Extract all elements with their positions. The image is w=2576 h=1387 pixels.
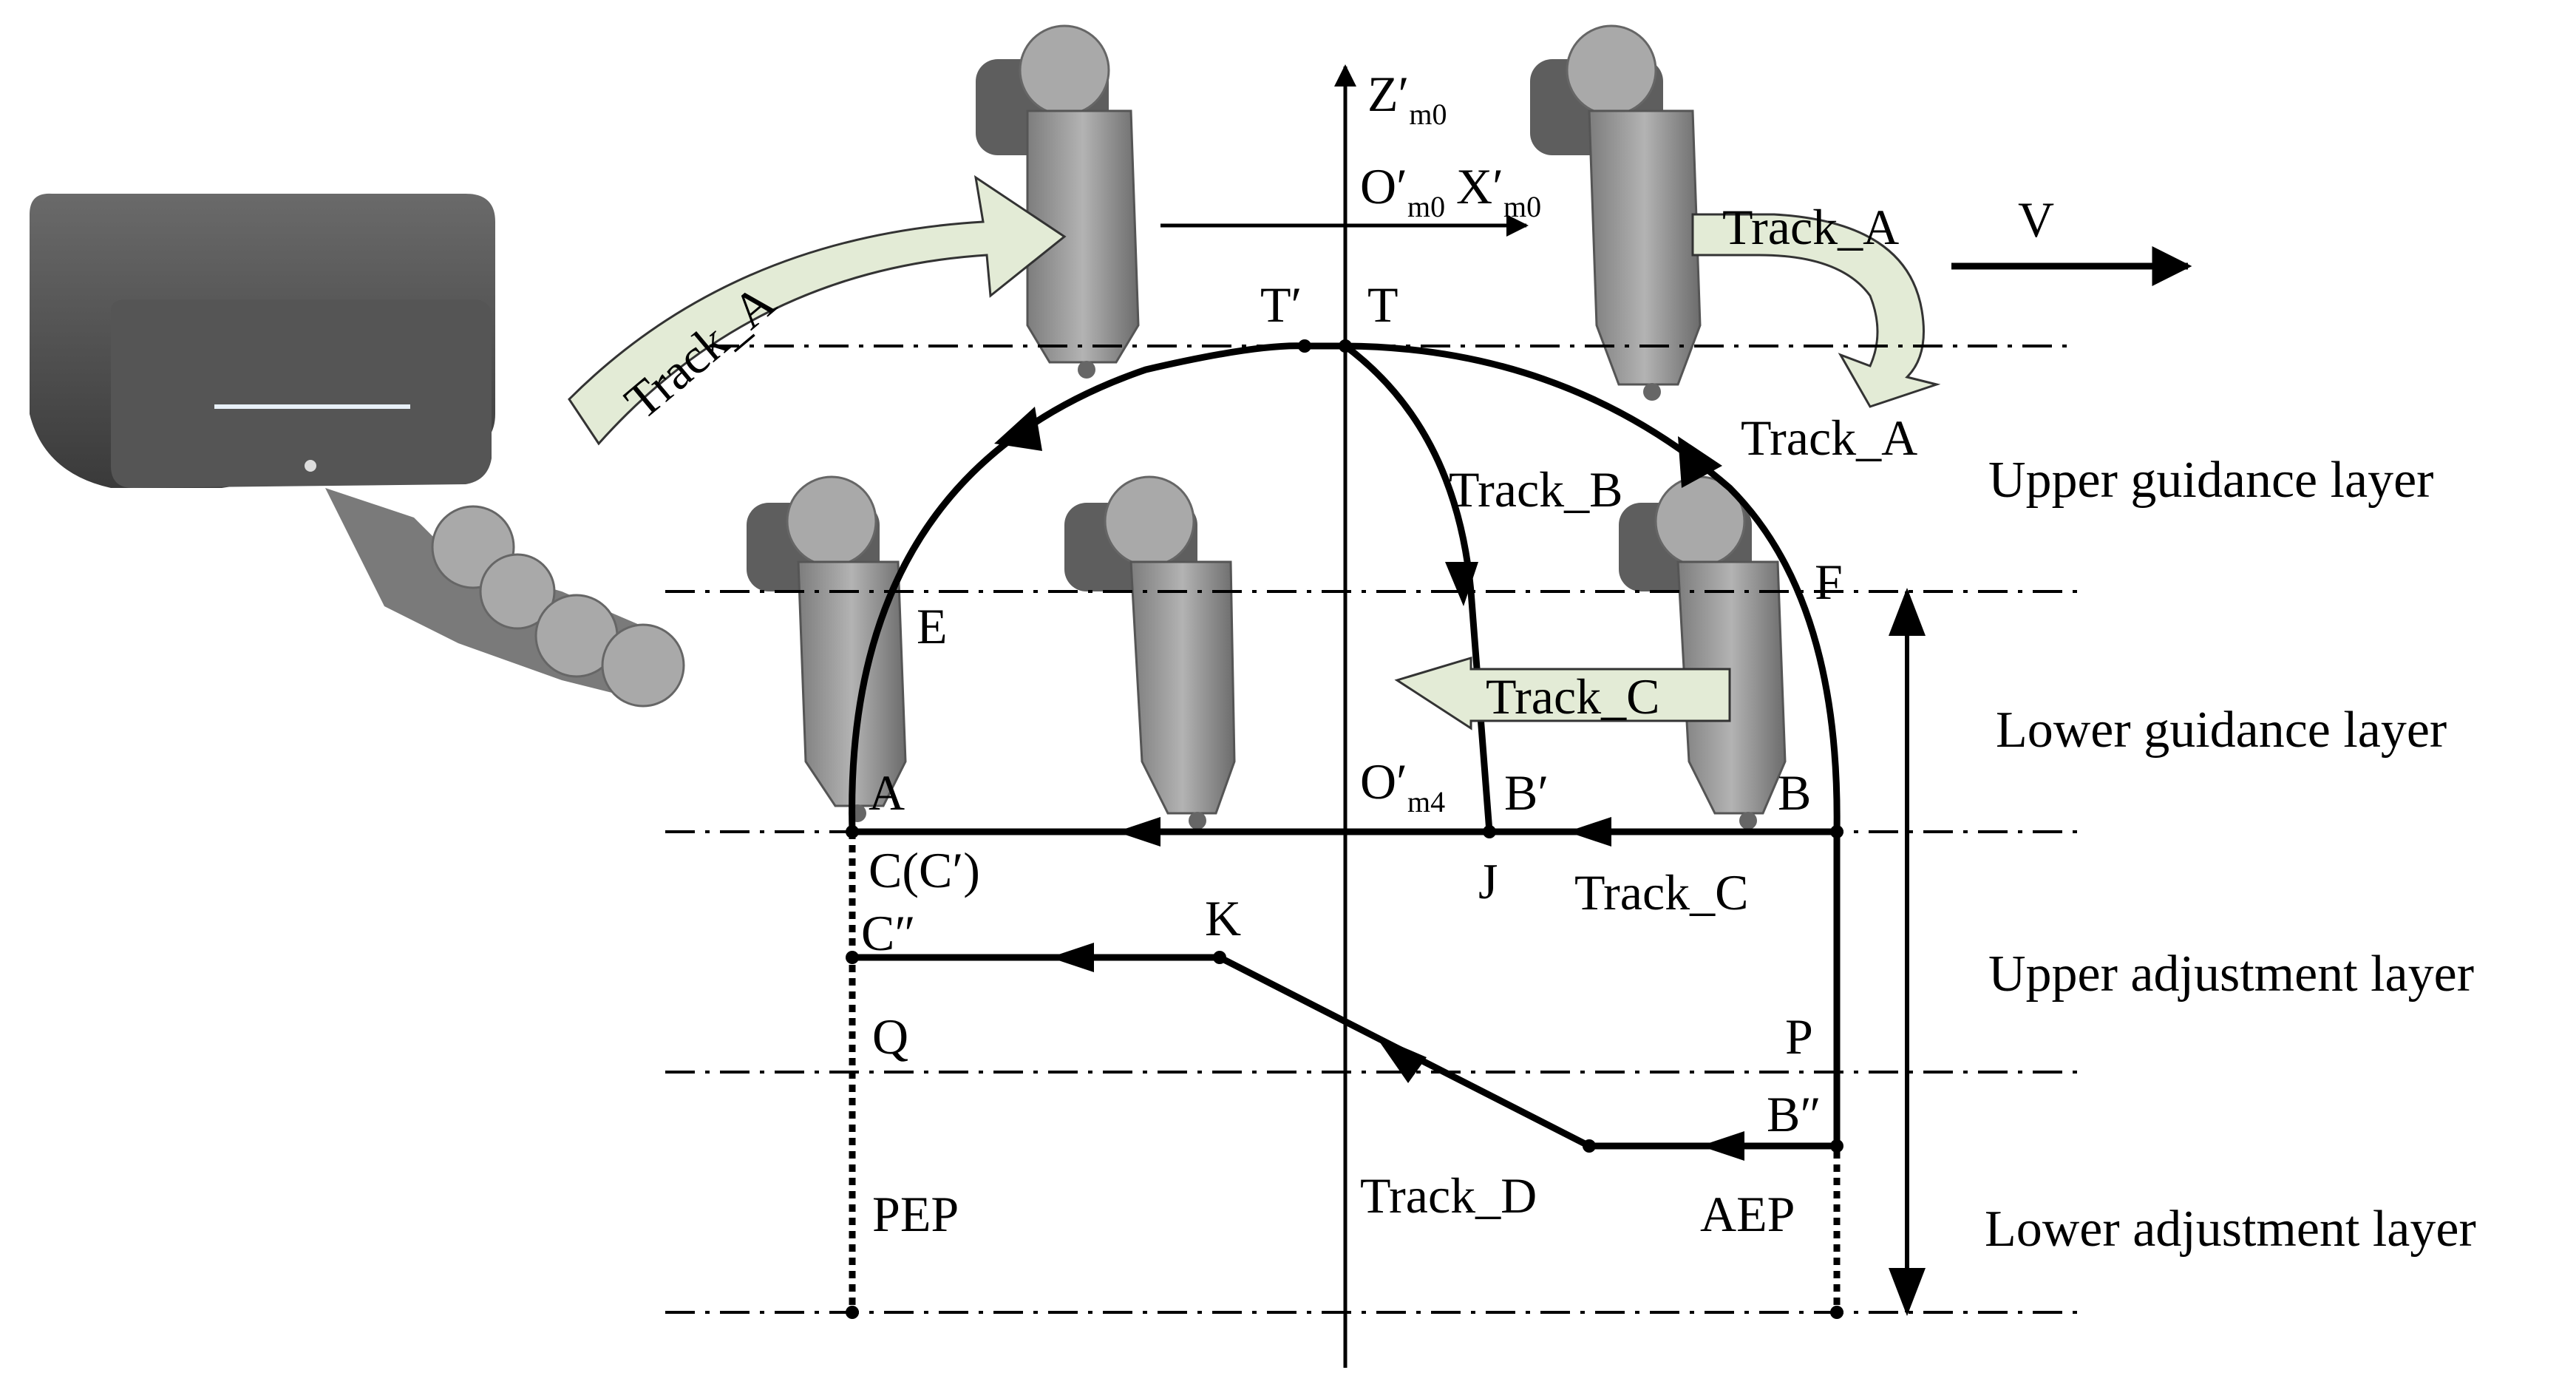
z-axis-label: Z′m0	[1367, 66, 1447, 131]
track-c-arrow-label: Track_C	[1486, 668, 1660, 725]
velocity-label: V	[2018, 191, 2054, 248]
label-t: T	[1367, 277, 1399, 333]
track-c-block-arrow: Track_C	[1394, 656, 1731, 730]
leg-top-right	[1530, 24, 1702, 401]
track-d-arrow-2	[1375, 1035, 1427, 1083]
layer-lower-guidance: Lower guidance layer	[1996, 702, 2447, 759]
point-k	[1213, 951, 1226, 964]
label-k: K	[1205, 890, 1241, 946]
track-c-arrow-1	[1567, 817, 1611, 847]
dome-arrow-down	[1678, 436, 1722, 488]
point-t-prime	[1298, 339, 1311, 353]
track-d-arrow-1	[1700, 1131, 1744, 1161]
label-b: B	[1778, 764, 1811, 821]
label-t-prime: T′	[1260, 277, 1302, 333]
leg-mid-3	[1619, 475, 1787, 830]
origin-label: O′m0	[1360, 158, 1445, 223]
track-a-below-label: Track_A	[1741, 410, 1917, 466]
label-f: F	[1815, 554, 1843, 610]
x-axis-label: X′m0	[1456, 158, 1541, 223]
point-pep	[846, 1306, 859, 1319]
track-d-label: Track_D	[1360, 1167, 1537, 1224]
point-aep	[1830, 1306, 1843, 1319]
label-c-dbl: C″	[861, 905, 916, 961]
label-c: C(C′)	[869, 842, 980, 898]
point-a	[846, 825, 859, 838]
track-a-right-arrow: Track_A	[1691, 199, 1941, 408]
layer-upper-guidance: Upper guidance layer	[1988, 452, 2434, 509]
track-b-arrow	[1445, 562, 1478, 606]
layer-lower-adjustment: Lower adjustment layer	[1985, 1201, 2476, 1258]
layer-span-arrow-top	[1889, 588, 1926, 636]
label-j: J	[1478, 853, 1498, 909]
robot-body	[30, 193, 685, 708]
leg-mid-2	[1064, 475, 1236, 830]
point-t	[1339, 339, 1352, 353]
label-o-m4: O′m4	[1360, 753, 1445, 818]
point-c-dbl	[846, 951, 859, 964]
track-c-arrow-2	[1116, 817, 1160, 847]
label-q: Q	[872, 1008, 908, 1065]
leg-top-left	[976, 24, 1140, 379]
label-pep: PEP	[872, 1186, 959, 1242]
track-c-label: Track_C	[1574, 864, 1749, 920]
point-j	[1483, 825, 1496, 838]
label-p: P	[1785, 1008, 1813, 1065]
point-b-dbl	[1830, 1139, 1843, 1153]
label-b-prime: B′	[1504, 764, 1549, 821]
track-b-label: Track_B	[1449, 461, 1623, 518]
dome-arrow-up	[994, 407, 1042, 451]
label-aep: AEP	[1700, 1186, 1795, 1242]
label-a: A	[869, 764, 905, 821]
track-d-arrow-3	[1050, 943, 1094, 972]
layer-span-arrow-bottom	[1889, 1268, 1926, 1316]
label-b-dbl: B″	[1767, 1086, 1821, 1142]
track-a-left-arrow: Track_A	[568, 174, 1067, 446]
point-b	[1830, 825, 1843, 838]
layer-upper-adjustment: Upper adjustment layer	[1988, 946, 2474, 1003]
track-a-right-label: Track_A	[1722, 199, 1899, 255]
point-d-corner	[1583, 1139, 1596, 1153]
label-e: E	[917, 598, 948, 654]
